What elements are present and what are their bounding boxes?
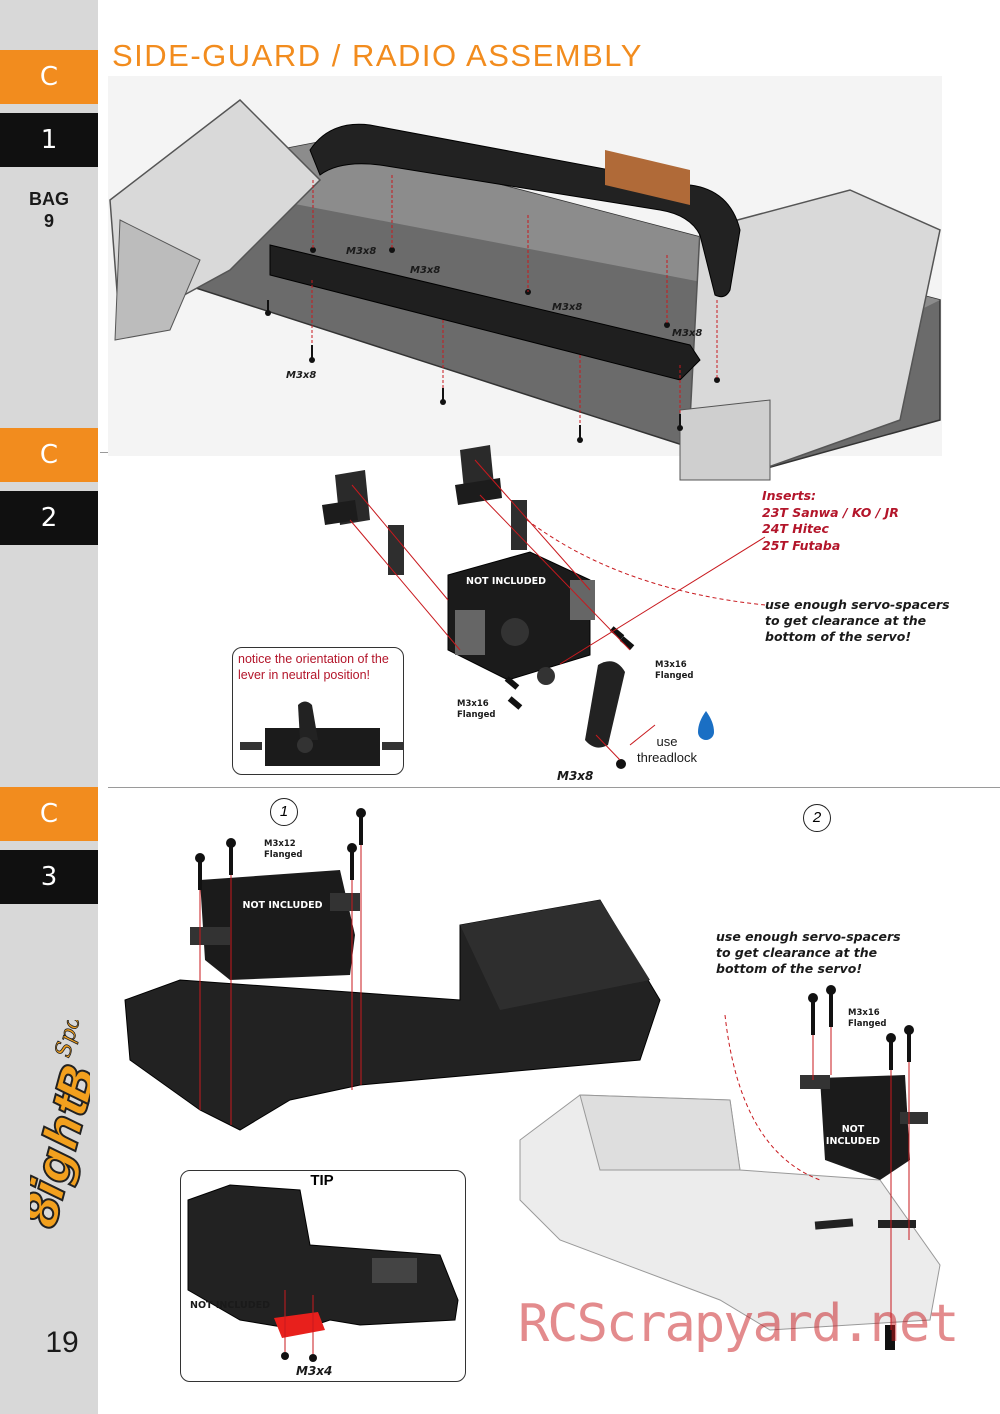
watermark: RCScrapyard.net: [518, 1294, 960, 1354]
screw-label: M3x4: [296, 1364, 333, 1378]
screw-type: Flanged: [264, 850, 303, 860]
screw-size: M3x12: [264, 839, 296, 849]
insert-item: 23T Sanwa / KO / JR: [762, 504, 899, 520]
bag-label: BAG 9: [0, 188, 98, 232]
insert-item: 25T Futaba: [762, 537, 841, 553]
brand-logo: 8 ight B Sport: [30, 1020, 90, 1235]
screw-label: M3x8: [672, 328, 703, 339]
section-tab-number: 2: [0, 491, 98, 545]
servo-illustration: [322, 445, 766, 769]
screw-label: M3x16 Flanged: [848, 1008, 886, 1030]
note-line: use enough servo-spacers: [765, 597, 950, 612]
spacer-note: use enough servo-spacers to get clearanc…: [716, 929, 901, 977]
screw-label: M3x12 Flanged: [264, 839, 302, 861]
tip-tray-illustration: [187, 1184, 459, 1362]
screw-label: M3x8: [346, 246, 377, 257]
note-line: to get clearance at the: [716, 945, 878, 960]
notice-text: notice the orientation of the lever in n…: [238, 652, 389, 682]
section-tab-letter: C: [0, 50, 98, 104]
page-number: 19: [45, 1326, 79, 1359]
substep-number: 1: [270, 798, 298, 826]
note-line: use enough servo-spacers: [716, 929, 901, 944]
tip-title: TIP: [310, 1172, 334, 1189]
insert-item: 24T Hitec: [762, 521, 829, 536]
not-included-label: NOT INCLUDED: [190, 1300, 270, 1311]
screw-label: M3x8: [552, 302, 583, 313]
section-tab-number: 3: [0, 850, 98, 904]
screw-size: M3x16: [655, 660, 687, 670]
not-included-label: NOT INCLUDED: [822, 1124, 884, 1148]
notice-box: [232, 647, 404, 775]
screw-size: M3x16: [457, 699, 489, 709]
inserts-note: Inserts: 23T Sanwa / KO / JR 24T Hitec 2…: [762, 488, 899, 554]
note-line: bottom of the servo!: [765, 629, 912, 644]
screw-size: M3x16: [848, 1008, 880, 1018]
screw-label: M3x16 Flanged: [457, 699, 495, 721]
threadlock-line: threadlock: [637, 750, 697, 765]
radio-tray-illustration: [124, 808, 661, 1131]
substep-number: 2: [803, 804, 831, 832]
screw-type: Flanged: [848, 1019, 887, 1029]
screw-label: M3x8: [557, 769, 594, 783]
screw-type: Flanged: [457, 710, 496, 720]
note-line: to get clearance at the: [765, 613, 927, 628]
threadlock-line: use: [656, 734, 678, 749]
note-line: bottom of the servo!: [716, 961, 863, 976]
bag-title: BAG: [29, 189, 69, 209]
neutral-lever-illustration: [240, 701, 404, 766]
section-tab-number: 1: [0, 113, 98, 167]
inserts-title: Inserts:: [762, 488, 817, 503]
section-divider: [108, 787, 1000, 788]
threadlock-note: use threadlock: [637, 734, 697, 766]
screw-label: M3x8: [286, 370, 317, 381]
not-included-label: NOT INCLUDED: [242, 900, 323, 911]
not-included-label: NOT INCLUDED: [466, 576, 546, 587]
tip-box: [180, 1170, 466, 1382]
radio-tray-light-illustration: [519, 985, 941, 1350]
section-tab-letter: C: [0, 787, 98, 841]
screw-label: M3x8: [410, 265, 441, 276]
sidebar: C 1 BAG 9 C 2 C 3 8 ight B Sport: [0, 0, 98, 1414]
screw-type: Flanged: [655, 671, 694, 681]
bag-number: 9: [43, 211, 54, 231]
screw-label: M3x16 Flanged: [655, 660, 693, 682]
ni-line: INCLUDED: [825, 1136, 881, 1147]
section-tab-letter: C: [0, 428, 98, 482]
chassis-illustration: [108, 76, 942, 481]
ni-line: NOT: [841, 1124, 865, 1135]
page-title: SIDE-GUARD / RADIO ASSEMBLY: [112, 38, 643, 73]
spacer-note: use enough servo-spacers to get clearanc…: [765, 597, 950, 645]
